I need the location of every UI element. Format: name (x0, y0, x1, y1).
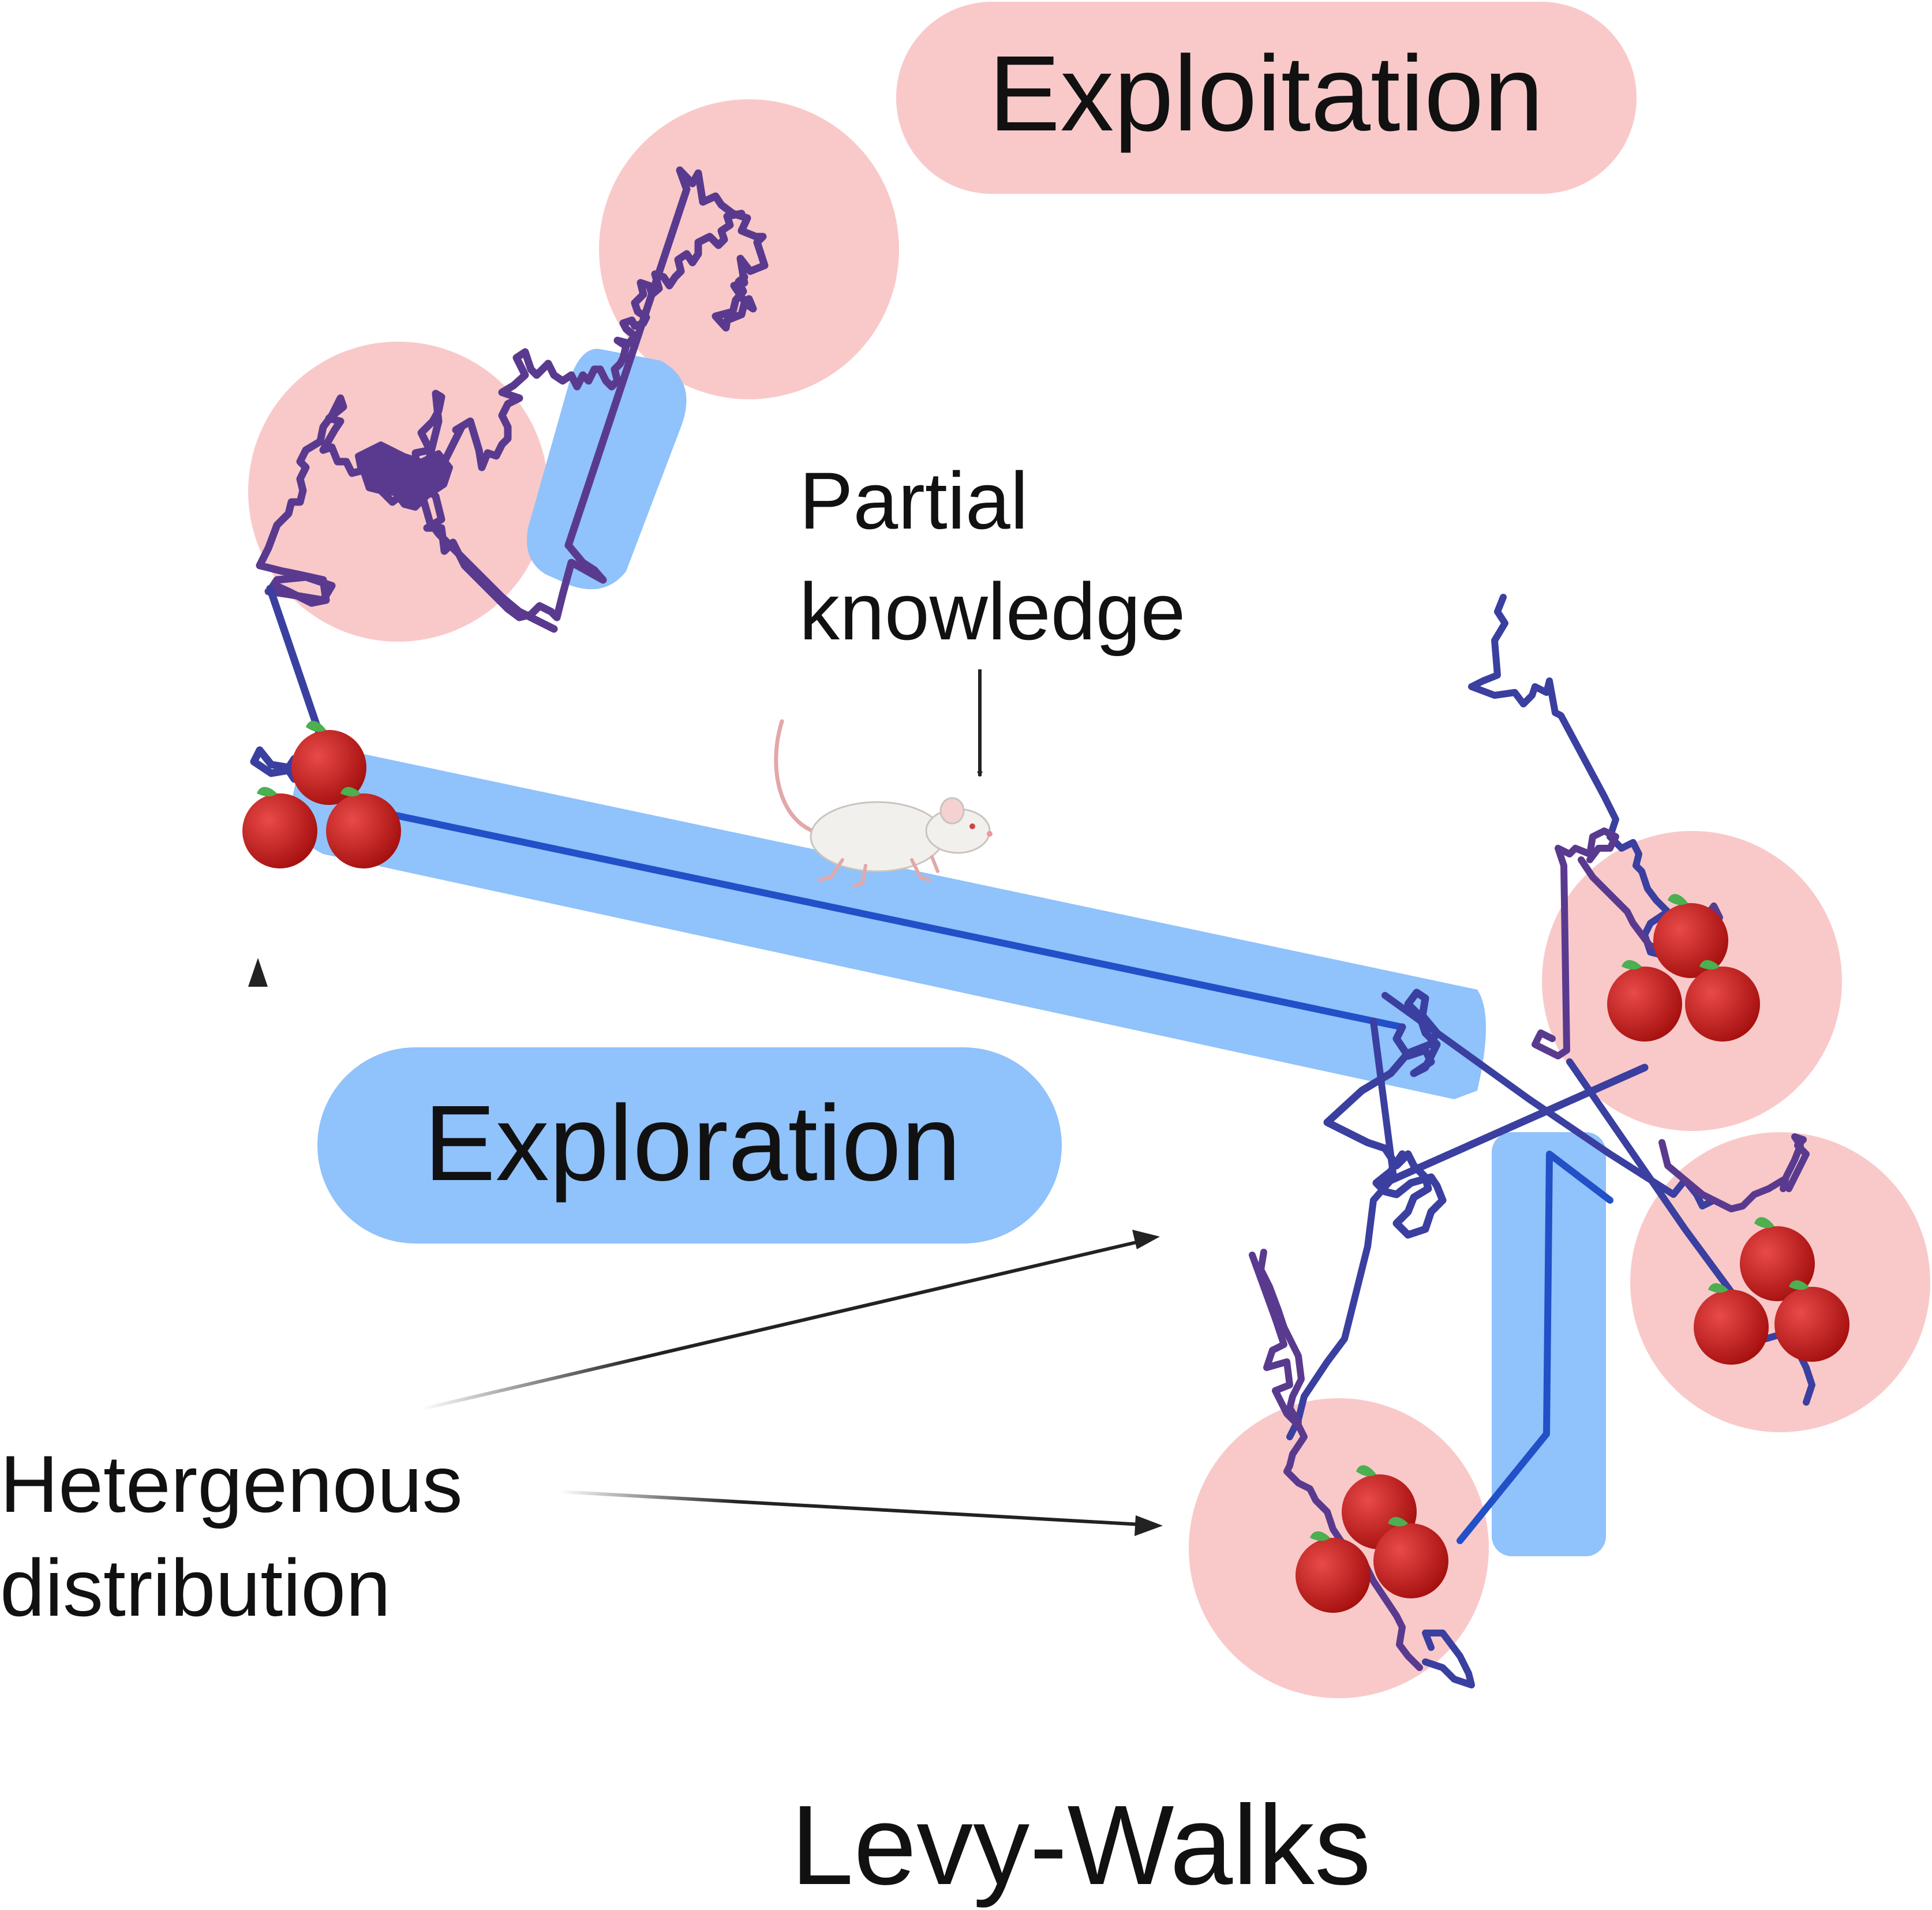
apple-cluster-icon (1694, 1217, 1849, 1365)
levy-walks-title: Levy-Walks (791, 1782, 1371, 1908)
heterogenous-label: Hetergenous distribution (0, 958, 1163, 1633)
walk-crossing (1381, 992, 1717, 1209)
walk-vertical-flight (1457, 1151, 1613, 1544)
hetero-arrow-right-head (1135, 1515, 1163, 1536)
walk-left-cluster-2 (256, 394, 558, 633)
exploration-label: Exploration (317, 1047, 1062, 1244)
exploration-pill (317, 1047, 1062, 1244)
apple-cluster-icon (1607, 894, 1760, 1042)
mouse-icon (774, 719, 993, 887)
explore-band-long (291, 746, 1486, 1099)
walk-left-blob (355, 441, 453, 511)
partial-knowledge-line1: Partial (799, 455, 1028, 546)
partial-knowledge-label: Partial knowledge (799, 455, 1185, 777)
partial-knowledge-line2: knowledge (799, 566, 1185, 657)
exploitation-pill (896, 2, 1637, 194)
hetero-arrow-diag (421, 1238, 1149, 1411)
walk-bottom-cluster (1249, 1252, 1423, 1671)
walk-top-cluster (564, 166, 769, 549)
walk-long-flight (343, 802, 1406, 1031)
hetero-arrow-diag-head (1132, 1230, 1160, 1249)
exploit-zone-top (599, 99, 899, 399)
walk-upper-right-2 (1532, 827, 1619, 1059)
hetero-arrow-right (559, 1490, 1152, 1527)
walk-paths (250, 166, 1815, 1688)
heterogenous-line1: Hetergenous (0, 1439, 463, 1529)
apple-clusters (242, 721, 1849, 1613)
walk-upper-right (1468, 594, 1671, 958)
exploitation-label: Exploitation (896, 2, 1637, 194)
exploitation-text: Exploitation (989, 34, 1544, 153)
walk-right-lower-cluster (1658, 1133, 1810, 1212)
walk-bottom-cluster-2 (1257, 1249, 1305, 1426)
walk-right-cluster (1323, 988, 1447, 1239)
heterogenous-line2: distribution (0, 1542, 391, 1633)
apple-cluster-icon (1296, 1465, 1448, 1613)
explore-band-upper (527, 349, 687, 590)
walk-bottom-tail (1422, 1630, 1475, 1688)
apple-cluster-icon (242, 721, 401, 868)
hetero-arrow-up-head (248, 958, 268, 987)
walk-right-flight (1381, 1063, 1649, 1187)
walk-right-to-vertical (1286, 1018, 1397, 1440)
exploration-text: Exploration (424, 1084, 961, 1203)
